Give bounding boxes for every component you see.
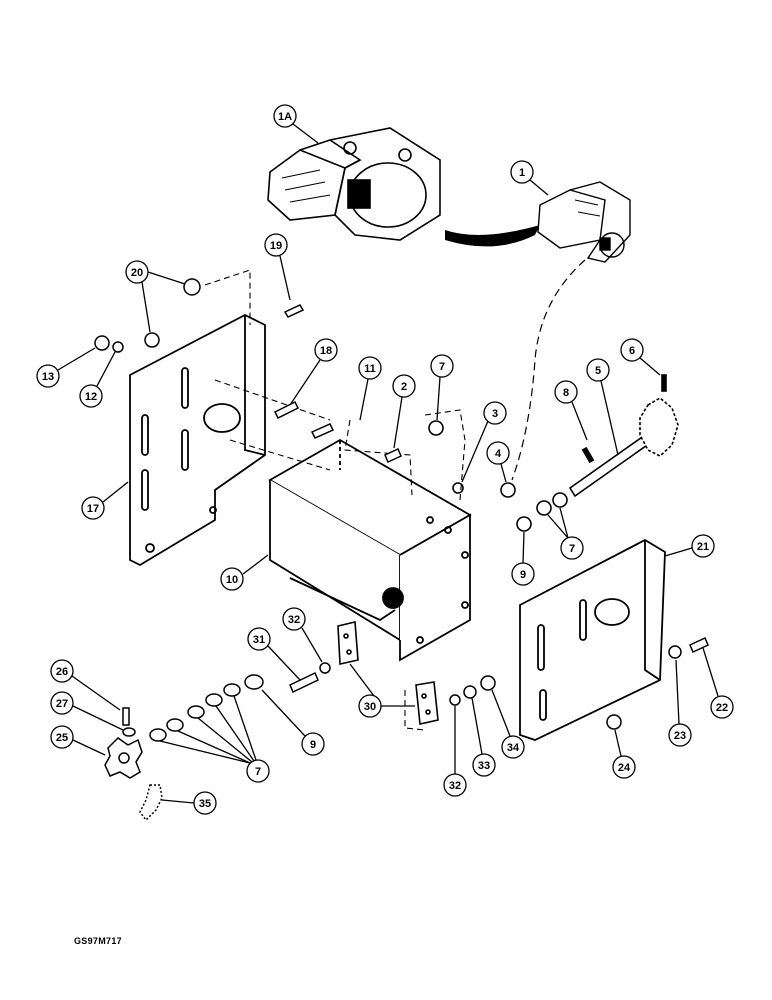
callout-label: 12 bbox=[85, 391, 97, 403]
callout-label: 8 bbox=[563, 387, 569, 399]
shaft-hardware bbox=[428, 420, 568, 532]
motor-leader bbox=[511, 259, 586, 481]
callout-label: 1A bbox=[278, 111, 292, 123]
washer-stack bbox=[149, 674, 264, 742]
callout-label: 1 bbox=[519, 167, 525, 179]
left-plate-hardware bbox=[94, 278, 402, 464]
transition-arrow bbox=[445, 225, 540, 247]
callout-label: 31 bbox=[253, 634, 265, 646]
callout-label: 27 bbox=[56, 698, 68, 710]
callout-label: 34 bbox=[507, 742, 520, 754]
callout-label: 26 bbox=[56, 666, 68, 678]
spacer-bracket bbox=[404, 690, 426, 731]
callout-label: 7 bbox=[439, 361, 445, 373]
lower-hardware bbox=[289, 636, 709, 730]
plate-leader-1 bbox=[204, 269, 251, 325]
callout-label: 23 bbox=[674, 730, 686, 742]
callout-label: 6 bbox=[629, 345, 635, 357]
callout-label: 21 bbox=[697, 541, 709, 553]
callout-label: 9 bbox=[310, 739, 316, 751]
callout-label: 24 bbox=[618, 762, 631, 774]
spacers bbox=[337, 621, 439, 725]
callout-label: 4 bbox=[495, 448, 502, 460]
hardware-bracket bbox=[424, 409, 466, 501]
callout-labels: 1A 1 2 3 4 5 6 7 7 7 8 9 9 10 11 12 13 1… bbox=[42, 111, 728, 810]
callout-label: 2 bbox=[401, 381, 407, 393]
callout-label: 30 bbox=[364, 701, 376, 713]
right-plate bbox=[519, 538, 666, 741]
callout-label: 33 bbox=[478, 760, 490, 772]
callout-label: 22 bbox=[716, 702, 728, 714]
callout-label: 32 bbox=[449, 780, 461, 792]
callout-label: 13 bbox=[42, 371, 54, 383]
callout-label: 10 bbox=[226, 574, 238, 586]
hardware-bracket-2 bbox=[344, 419, 413, 496]
callout-label: 11 bbox=[364, 363, 376, 375]
callout-label: 20 bbox=[131, 267, 143, 279]
callout-label: 3 bbox=[492, 408, 498, 420]
callout-label: 17 bbox=[87, 503, 99, 515]
callout-label: 19 bbox=[270, 240, 282, 252]
callout-label: 35 bbox=[199, 798, 211, 810]
callout-label: 32 bbox=[288, 614, 300, 626]
left-plate bbox=[129, 313, 266, 567]
callout-label: 9 bbox=[520, 569, 526, 581]
callouts bbox=[36, 104, 734, 815]
callout-label: 5 bbox=[595, 365, 601, 377]
callout-label: 25 bbox=[56, 732, 68, 744]
plate-leader-2 bbox=[214, 379, 331, 421]
center-box bbox=[268, 438, 472, 662]
plate-leader-3 bbox=[229, 439, 331, 471]
reference-code: GS97M717 bbox=[74, 936, 122, 946]
callout-label: 7 bbox=[255, 766, 261, 778]
drive-parts bbox=[104, 707, 163, 822]
callout-label: 18 bbox=[320, 345, 332, 357]
shaft-assembly bbox=[568, 374, 679, 498]
motor-1a bbox=[267, 127, 441, 241]
callout-label: 7 bbox=[569, 543, 575, 555]
motor-1 bbox=[537, 181, 631, 263]
